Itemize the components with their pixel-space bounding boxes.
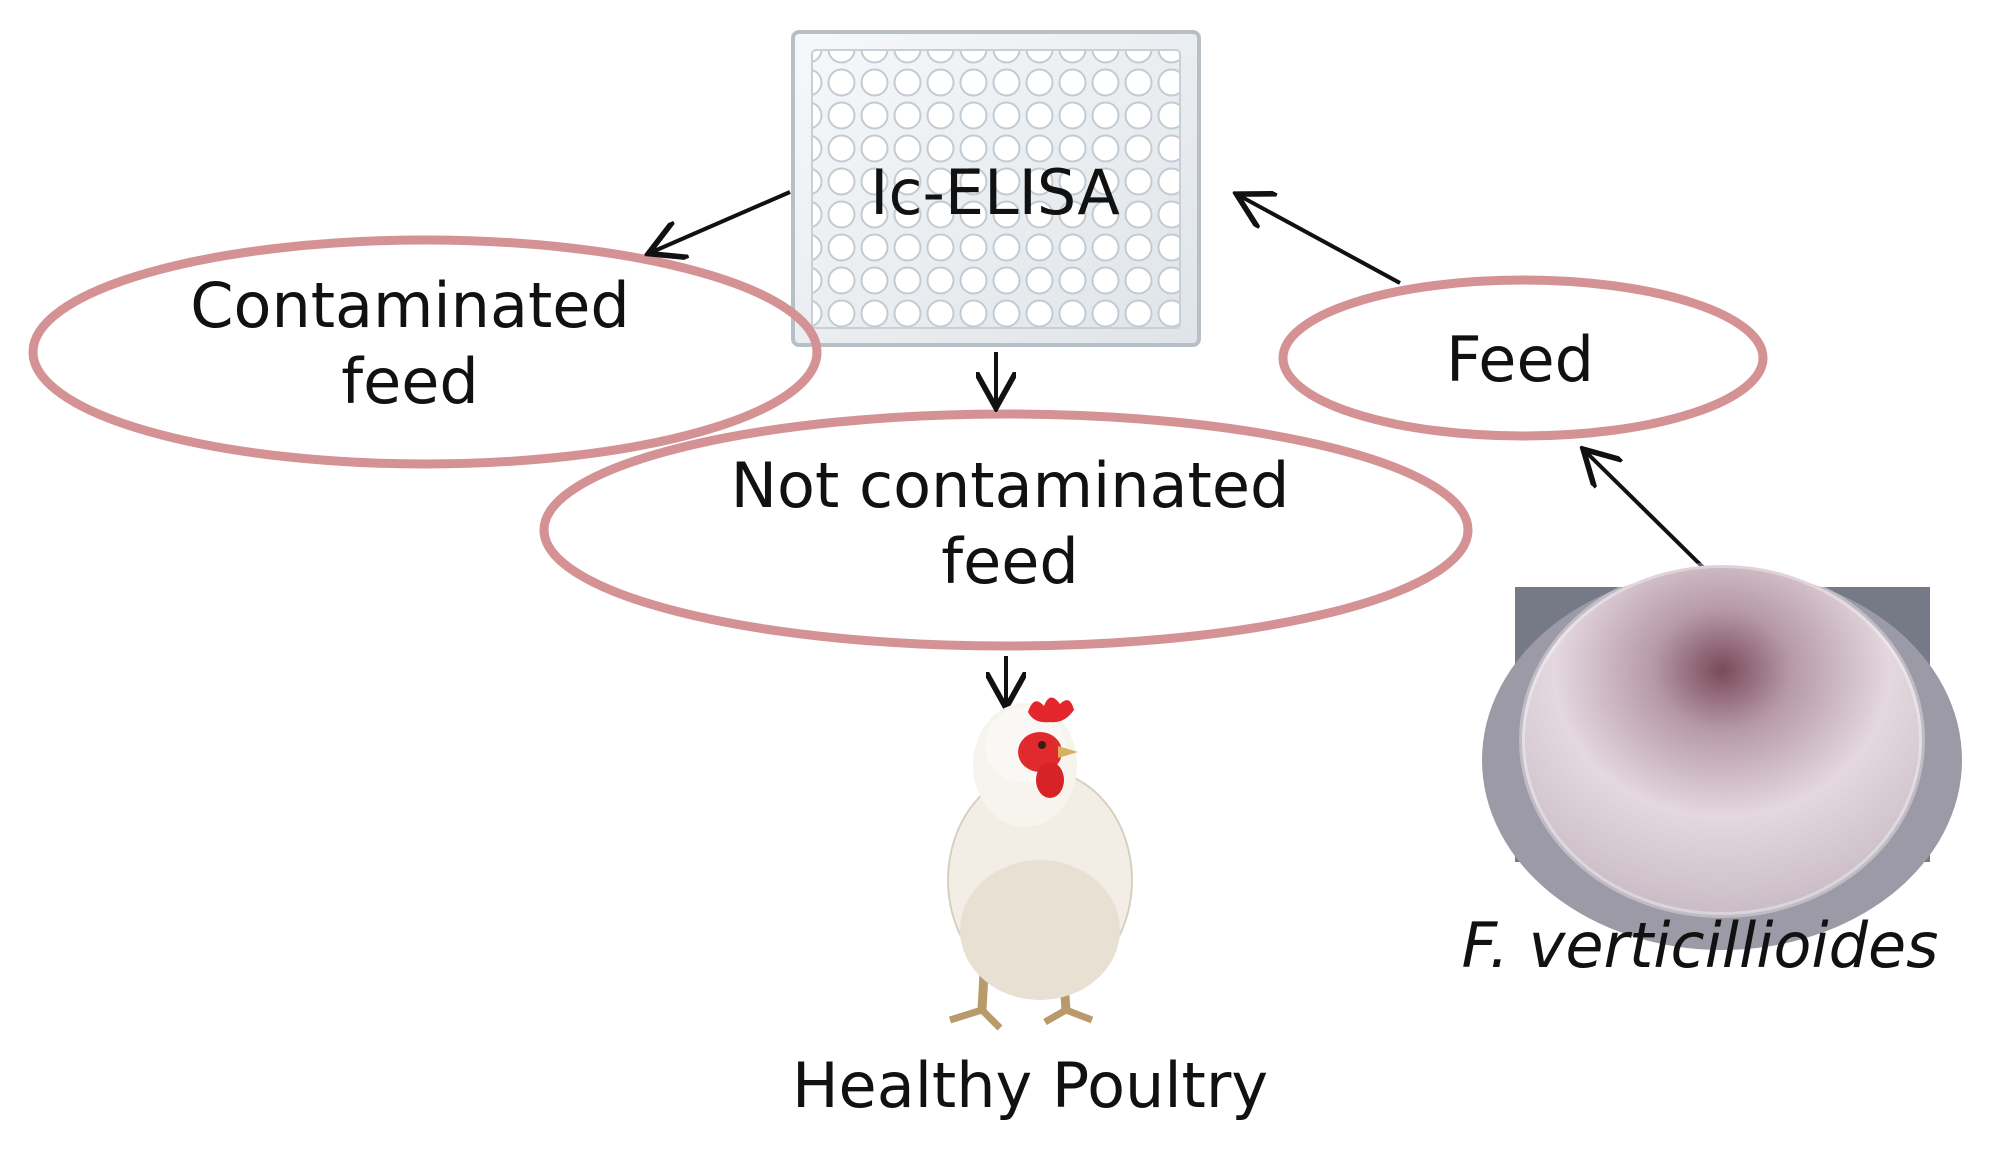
arrow-feed-to-elisa	[1240, 196, 1401, 285]
not-contaminated-feed-label: Not contaminated feed	[620, 448, 1400, 599]
elisa-label: Ic-ELISA	[870, 156, 1120, 229]
chicken-image	[947, 697, 1133, 1031]
not-contaminated-feed-line-1: Not contaminated	[730, 449, 1290, 522]
microplate-image	[791, 30, 1201, 347]
contaminated-feed-line-1: Contaminated	[190, 269, 630, 342]
feed-label: Feed	[1446, 323, 1594, 396]
not-contaminated-feed-ellipse	[539, 409, 1473, 651]
feed-ellipse	[1278, 275, 1768, 441]
arrow-elisa-to-contaminated	[652, 190, 791, 252]
contaminated-feed-label: Contaminated feed	[100, 268, 720, 419]
fungus-species-label: F. verticillioides	[1461, 909, 1939, 982]
contaminated-feed-ellipse	[28, 235, 822, 469]
not-contaminated-feed-line-2: feed	[941, 524, 1079, 598]
petri-dish-fungus-image	[1482, 562, 1962, 950]
contaminated-feed-line-2: feed	[341, 344, 479, 418]
healthy-poultry-label: Healthy Poultry	[791, 1049, 1269, 1122]
arrow-fungus-to-feed	[1586, 452, 1724, 588]
